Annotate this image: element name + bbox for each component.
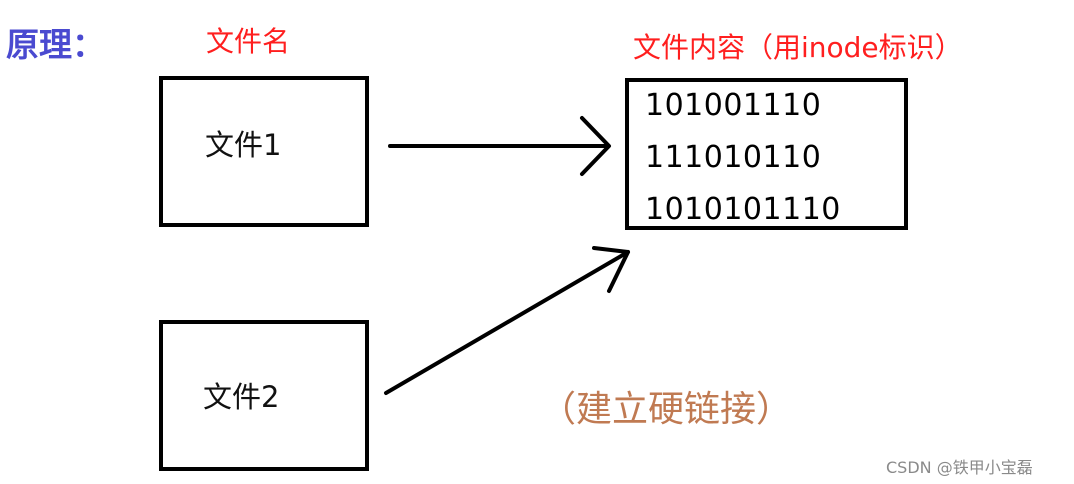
file-content-box: 101001110 111010110 1010101110: [625, 78, 908, 230]
file-2-box: 文件2: [159, 320, 369, 471]
content-line-3: 1010101110: [645, 192, 841, 227]
arrow-file1-to-content: [388, 116, 611, 176]
content-line-1: 101001110: [645, 88, 822, 123]
file-name-header: 文件名: [206, 25, 291, 58]
arrow-file2-to-content: [384, 246, 630, 395]
file-1-box: 文件1: [159, 76, 369, 227]
file-2-label: 文件2: [203, 380, 280, 414]
diagram-title: 原理：: [6, 25, 105, 64]
content-line-2: 111010110: [645, 140, 822, 175]
hard-link-note: （建立硬链接）: [540, 389, 793, 430]
file-content-header: 文件内容（用inode标识）: [633, 31, 963, 64]
watermark-credit: CSDN @铁甲小宝磊: [886, 458, 1033, 477]
file-1-label: 文件1: [205, 128, 282, 162]
